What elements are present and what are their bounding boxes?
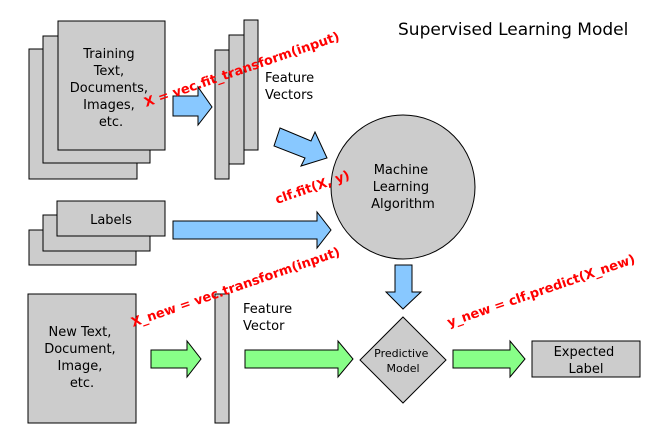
labels-text: Labels (90, 213, 132, 228)
feature-vector-label: Feature Vector (243, 302, 296, 334)
new-text-line: Document, (44, 342, 115, 357)
feature-vector-line: Vector (243, 319, 285, 334)
feature-vector-single (214, 293, 230, 424)
expected-label-line: Expected (554, 345, 615, 360)
feature-vectors-label: Feature Vectors (265, 71, 318, 103)
labels-to-algorithm-arrow (172, 210, 332, 250)
labels-stack: Labels (28, 200, 166, 266)
expected-label-box (531, 340, 641, 378)
expected-label-text: Expected Label (554, 345, 619, 377)
expected-label-line: Label (568, 362, 603, 377)
feature-vectors-line: Feature (265, 71, 314, 86)
predictive-model-label: Predictive Model (374, 347, 432, 375)
training-line: etc. (99, 115, 123, 130)
ml-algorithm-line: Machine (374, 163, 428, 178)
new-text-label: New Text, Document, Image, etc. (44, 325, 120, 391)
algorithm-to-model-arrow (384, 264, 423, 310)
training-documents-stack: Training Text, Documents, Images, etc. (28, 20, 166, 180)
model-to-label-arrow (452, 339, 526, 379)
new-text-box (27, 293, 137, 424)
feature-vector-line: Feature (243, 302, 292, 317)
predictive-model-line: Model (386, 362, 419, 375)
training-doc-front (57, 20, 166, 151)
new-text-line: New Text, (48, 325, 111, 340)
ml-algorithm-circle (330, 114, 476, 260)
training-line: Text, (93, 64, 124, 79)
labels-doc-front (56, 200, 166, 237)
new-text-line: etc. (70, 376, 94, 391)
diagram-title: Supervised Learning Model (398, 20, 628, 40)
ml-algorithm-line: Algorithm (371, 197, 435, 212)
newtext-to-feature-arrow (150, 339, 202, 379)
feature-vector-bar (228, 34, 245, 165)
predictive-model-line: Predictive (374, 347, 428, 360)
training-to-features-arrow (172, 85, 213, 127)
code-vec-transform: X_new = vec.transform(input) (129, 245, 342, 331)
feature-vector-bar (243, 19, 259, 151)
training-line: Documents, (70, 81, 148, 96)
new-text-line: Image, (58, 359, 103, 374)
ml-algorithm-label: Machine Learning Algorithm (371, 163, 435, 212)
features-to-algorithm-arrow (273, 127, 328, 167)
training-line: Training (82, 47, 134, 62)
feature-vectors-line: Vectors (265, 88, 313, 103)
feature-vectors-stack (214, 19, 259, 180)
training-doc-label: Training Text, Documents, Images, etc. (70, 47, 152, 130)
ml-algorithm-line: Learning (373, 180, 429, 195)
training-line: Images, (83, 98, 135, 113)
code-clf-predict: y_new = clf.predict(X_new) (445, 252, 637, 331)
predictive-model-diamond (359, 316, 447, 404)
feature-to-model-arrow (244, 339, 354, 379)
